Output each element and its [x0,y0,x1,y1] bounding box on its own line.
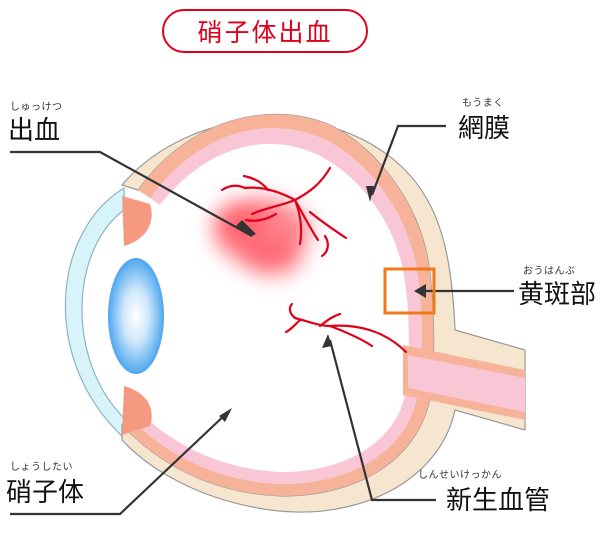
retinal-vessels [220,166,348,258]
vitreous-label: 硝子体 [6,478,85,508]
page-title: 硝子体出血 [162,9,368,53]
pointer-retina-arrowhead [366,186,374,202]
ciliary-body-lower [122,386,152,435]
neovascular-vessels [284,302,408,354]
macula-highlight-box [383,267,436,315]
pointer-neovascular-arrowhead [322,334,332,348]
pointer-neovascular [328,339,436,502]
hemorrhage-ruby: しゅっけつ [10,102,63,113]
macula-label: 黄斑部 [518,280,597,310]
pointer-vitreous-arrowhead [219,408,232,422]
vitreous-ruby: しょうしたい [10,462,73,473]
pointer-hemorrhage [10,150,253,237]
pointer-retina [370,124,446,196]
hemorrhage-label: 出血 [8,116,61,146]
vitreous-body [138,143,409,472]
optic-nerve-core [408,355,525,412]
pointer-hemorrhage-arrowhead [236,220,256,236]
ciliary-body-upper [122,196,152,246]
neovascular-label: 新生血管 [446,486,551,516]
macula-ruby: おうはんぶ [523,266,576,277]
retina-label: 網膜 [458,114,511,144]
pointer-macula-arrowhead [414,284,426,298]
pointer-vitreous [10,411,229,516]
retina-ruby: もうまく [462,98,504,109]
neovascular-ruby: しんせいけっかん [418,470,502,481]
lens [108,258,164,374]
